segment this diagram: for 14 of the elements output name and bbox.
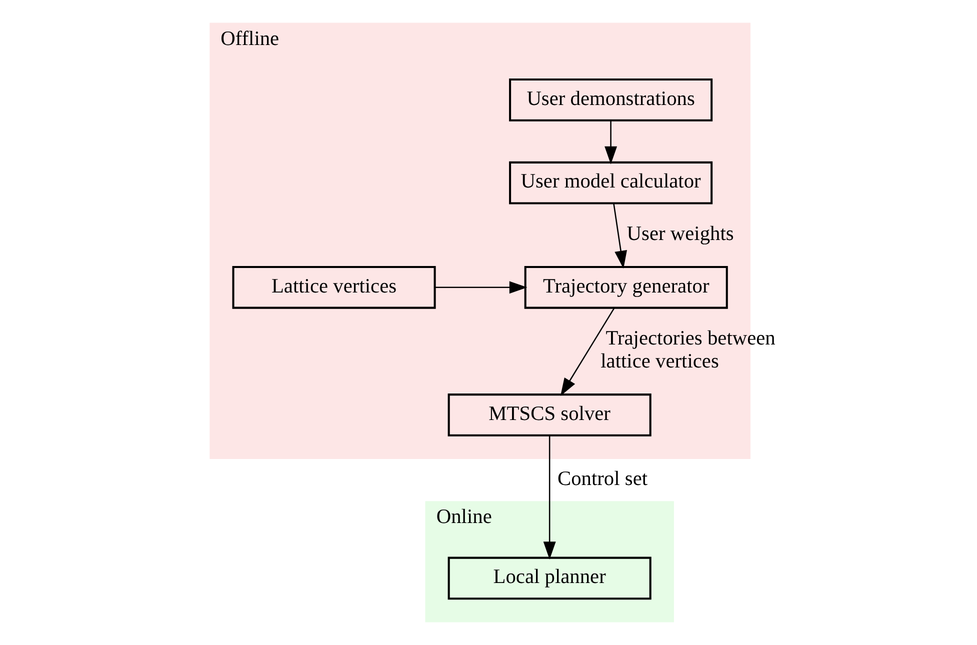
edge-label: Control set: [556, 468, 648, 490]
arrow: [542, 436, 556, 560]
arrow: [560, 308, 614, 396]
arrow: [434, 281, 527, 294]
node-box: MTSCS solver: [447, 394, 651, 436]
arrow: [612, 203, 627, 269]
node-box: User demonstrations: [508, 78, 712, 122]
node-box: Trajectory generator: [524, 266, 728, 309]
edge-label: User weights: [626, 222, 734, 245]
arrow: [604, 120, 617, 164]
node-box: Lattice vertices: [232, 266, 436, 309]
node-box: Local planner: [447, 556, 651, 600]
edge-label: Trajectories between lattice vertices: [600, 328, 775, 373]
node-box: User model calculator: [508, 161, 712, 204]
